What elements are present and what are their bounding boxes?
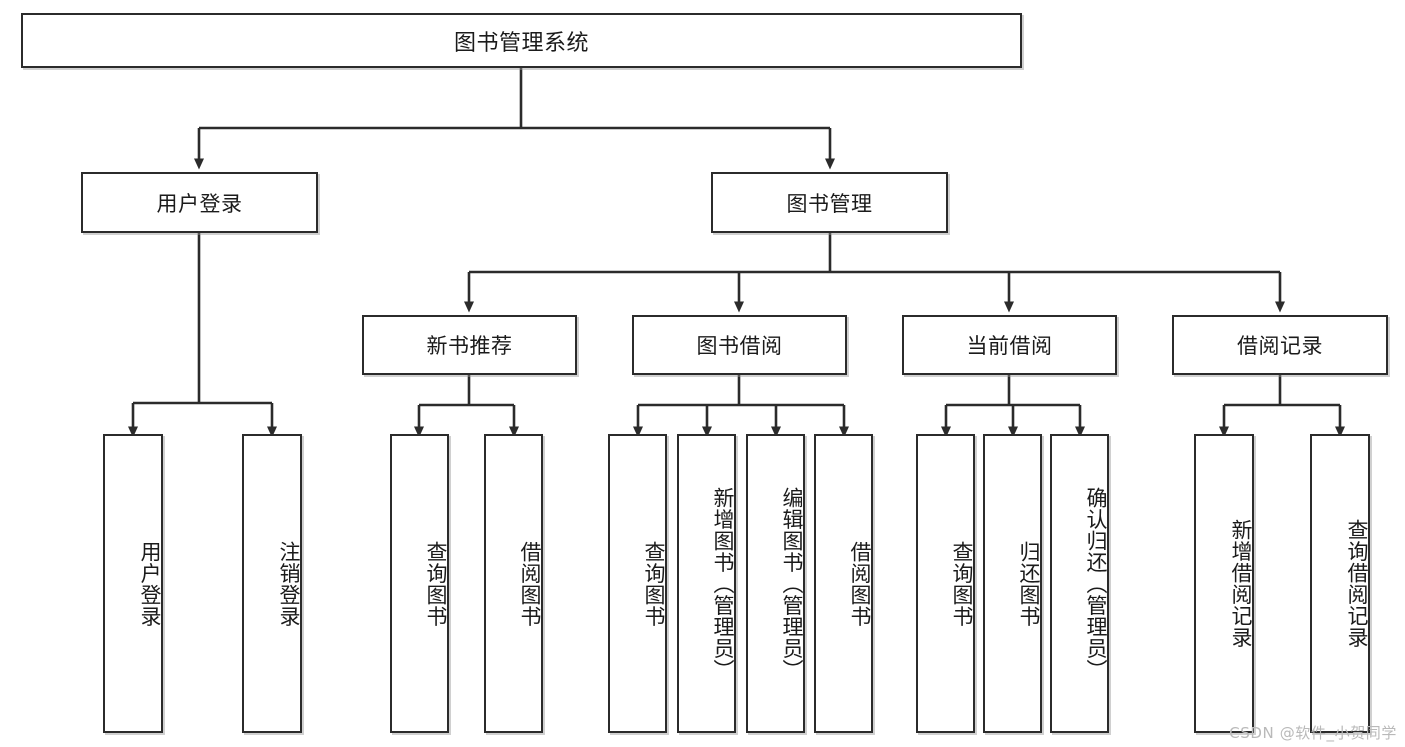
node-current-borrow[interactable]: 当前借阅 — [902, 315, 1117, 375]
node-leaf-edit-book[interactable]: 编辑图书（管理员） — [746, 434, 805, 733]
node-book-borrow[interactable]: 图书借阅 — [632, 315, 847, 375]
node-leaf-user-logout[interactable]: 注销登录 — [242, 434, 302, 733]
node-book-manage[interactable]: 图书管理 — [711, 172, 948, 233]
node-leaf-borrow-book-2[interactable]: 借阅图书 — [814, 434, 873, 733]
node-leaf-return-book[interactable]: 归还图书 — [983, 434, 1042, 733]
node-user-login[interactable]: 用户登录 — [81, 172, 318, 233]
node-leaf-add-book[interactable]: 新增图书（管理员） — [677, 434, 736, 733]
node-root-system[interactable]: 图书管理系统 — [21, 13, 1022, 68]
node-leaf-query-record[interactable]: 查询借阅记录 — [1310, 434, 1370, 733]
node-leaf-confirm-return[interactable]: 确认归还（管理员） — [1050, 434, 1109, 733]
node-leaf-query-book-3[interactable]: 查询图书 — [916, 434, 975, 733]
node-leaf-query-book-2[interactable]: 查询图书 — [608, 434, 667, 733]
node-borrow-record[interactable]: 借阅记录 — [1172, 315, 1388, 375]
node-leaf-borrow-book-1[interactable]: 借阅图书 — [484, 434, 543, 733]
node-leaf-user-login[interactable]: 用户登录 — [103, 434, 163, 733]
node-leaf-query-book-1[interactable]: 查询图书 — [390, 434, 449, 733]
node-leaf-add-record[interactable]: 新增借阅记录 — [1194, 434, 1254, 733]
node-new-book-recommend[interactable]: 新书推荐 — [362, 315, 577, 375]
